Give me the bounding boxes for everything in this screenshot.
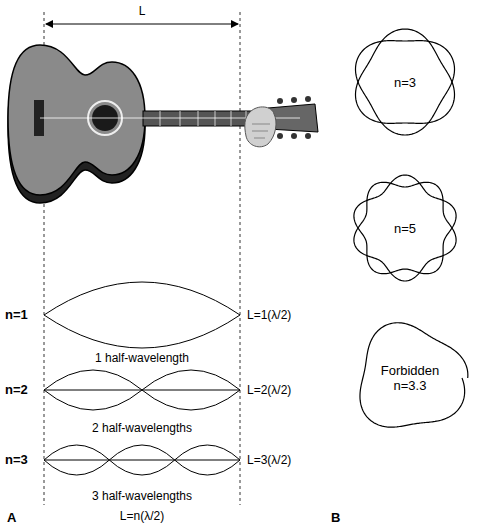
text-label: n=2 [4, 383, 29, 397]
text-label: 2 half-wavelengths [91, 421, 193, 435]
text-label: L [138, 4, 147, 18]
guitar [8, 45, 318, 203]
standing-waves [44, 282, 240, 475]
text-label: L=1(λ/2) [246, 308, 292, 322]
wave-circle: Forbiddenn=3.3 [349, 317, 471, 439]
text-label: B [330, 511, 341, 525]
dashed-guide [240, 12, 241, 505]
text-label: A [6, 511, 17, 525]
mode-label: Forbidden [381, 363, 440, 378]
mode-label: n=3.3 [394, 378, 427, 393]
text-label: L=n(λ/2) [119, 509, 165, 523]
wave-circle: n=3 [349, 26, 461, 138]
wave-circle: n=5 [349, 172, 461, 284]
dimension-arrow [46, 24, 238, 25]
mode-label: n=3 [394, 75, 416, 90]
text-label: L=3(λ/2) [246, 453, 292, 467]
text-label: n=1 [4, 308, 29, 322]
text-label: 1 half-wavelength [94, 351, 190, 365]
mode-label: n=5 [394, 221, 416, 236]
text-label: 3 half-wavelengths [91, 489, 193, 503]
text-label: n=3 [4, 453, 29, 467]
text-label: L=2(λ/2) [246, 383, 292, 397]
